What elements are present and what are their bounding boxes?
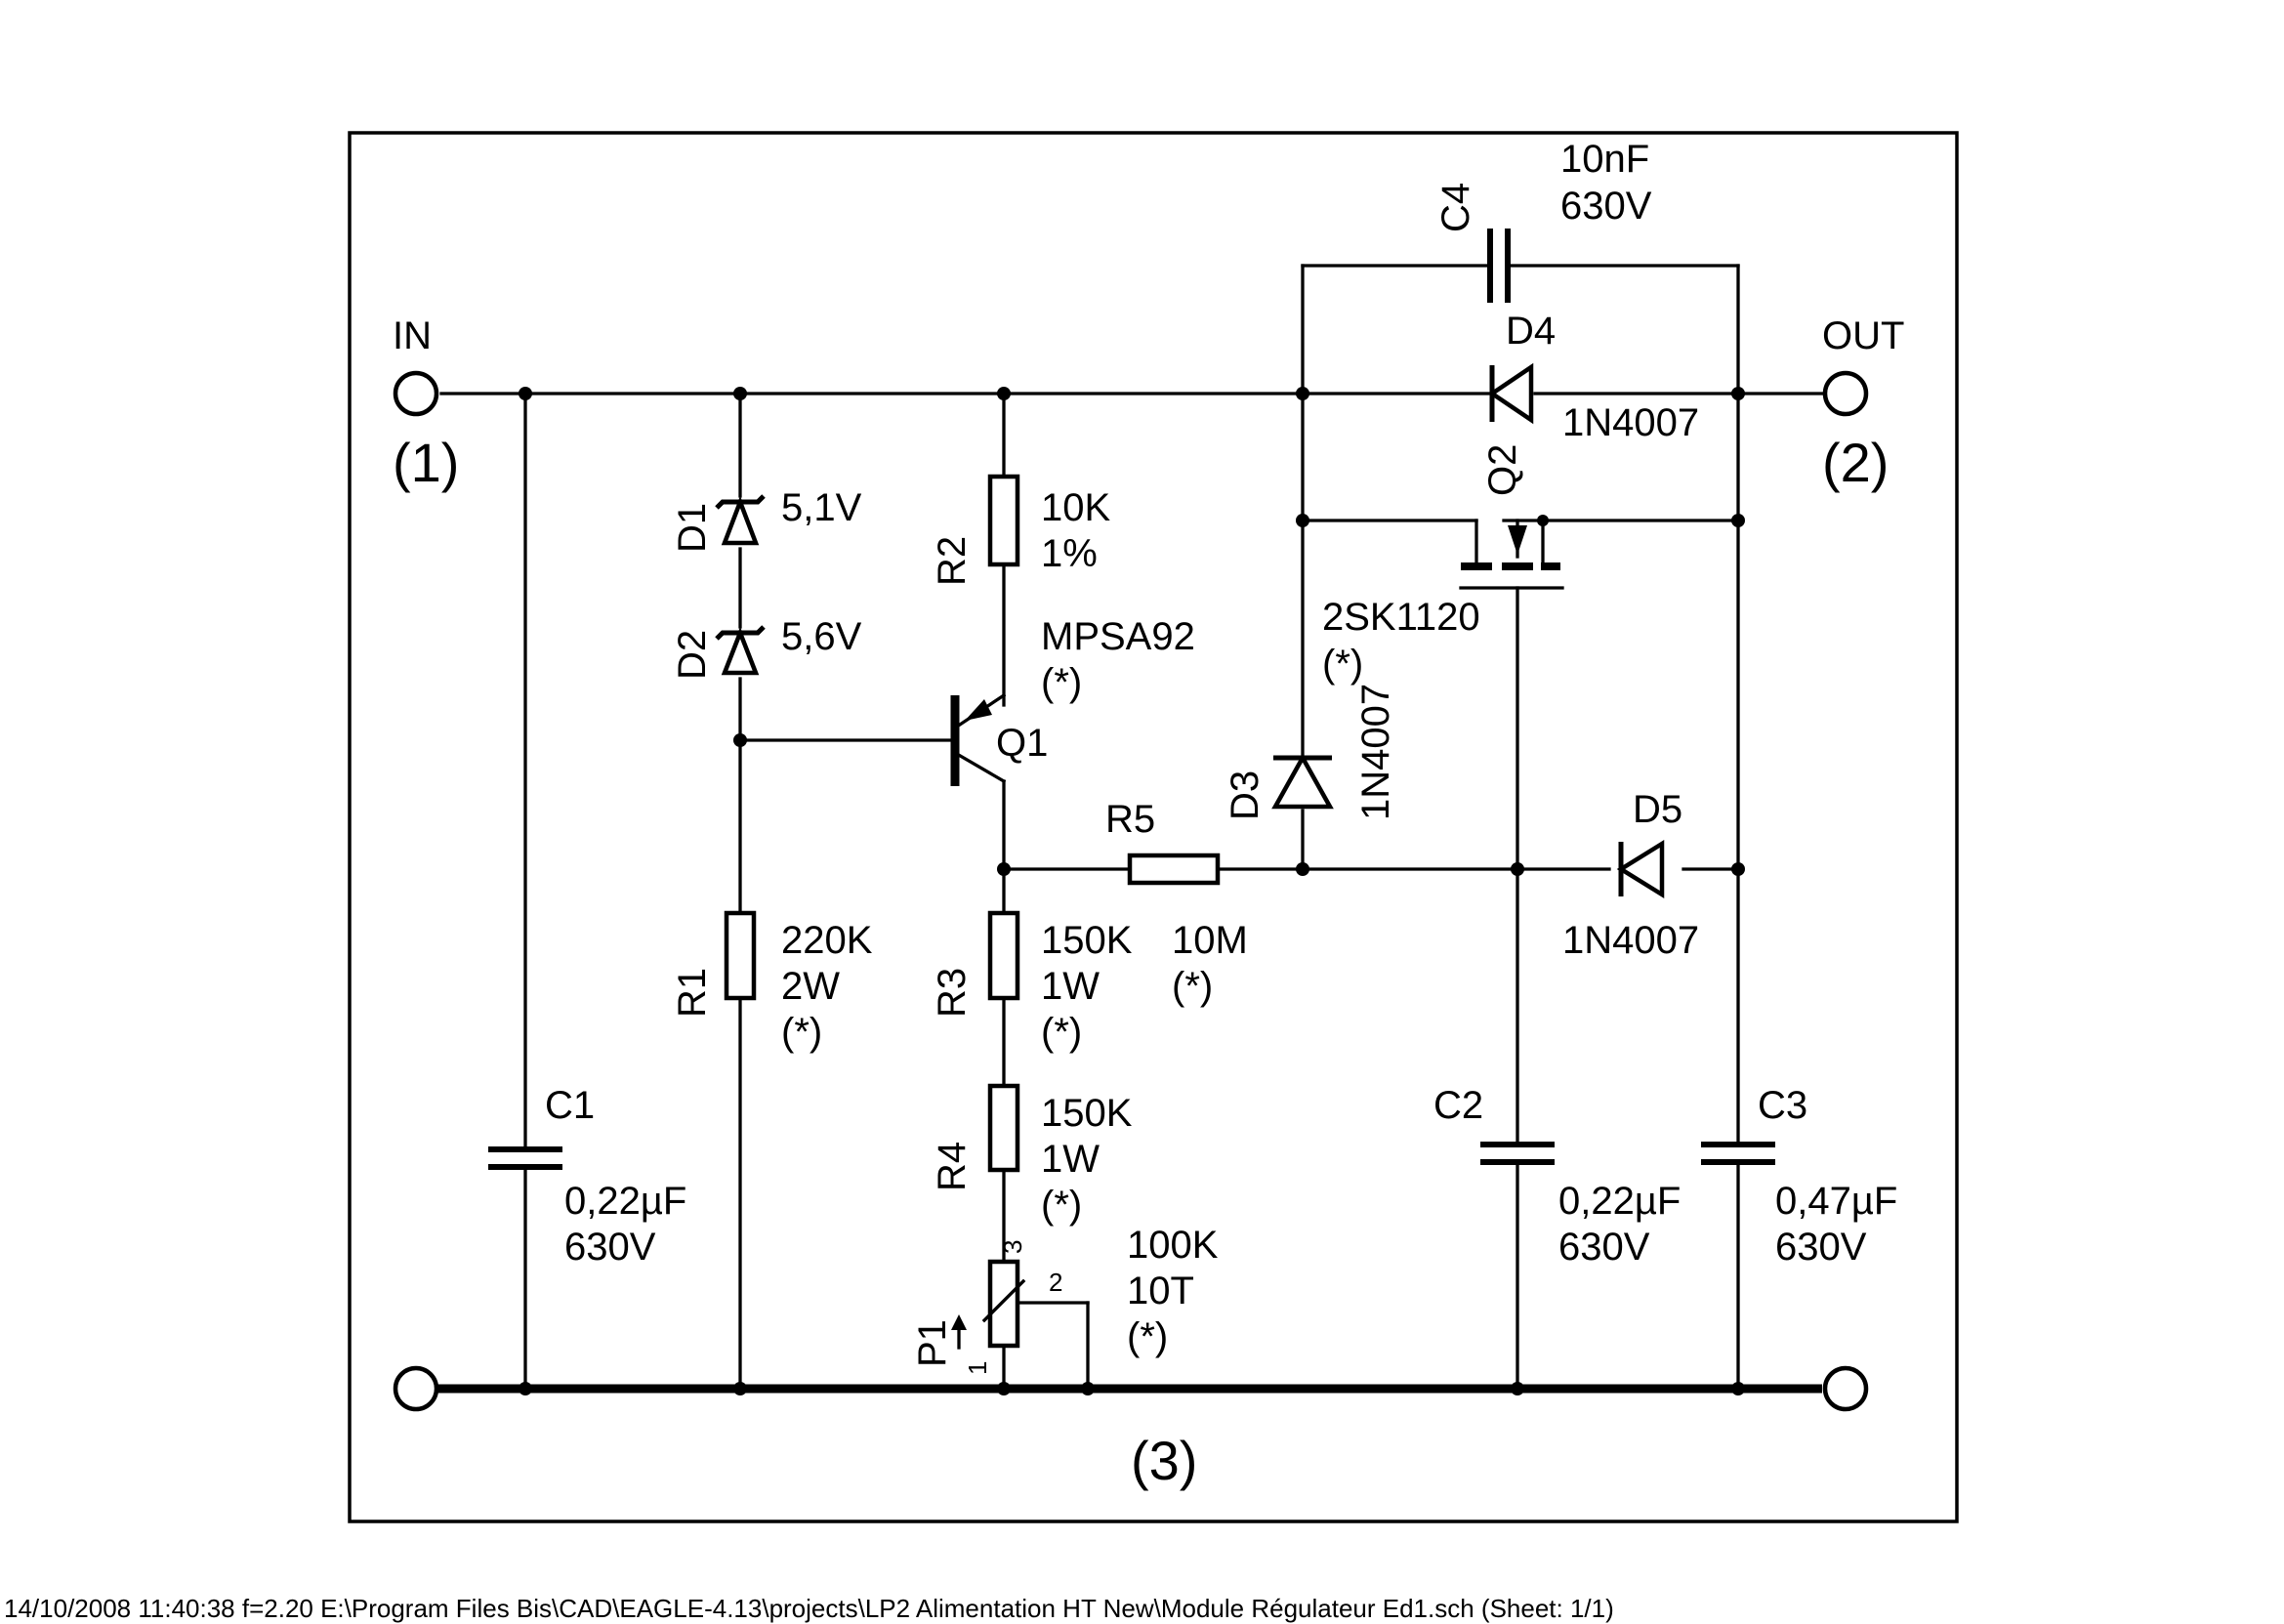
q1-note: (*) bbox=[1041, 661, 1082, 704]
q1-value: MPSA92 bbox=[1041, 615, 1195, 658]
c3-ref: C3 bbox=[1758, 1084, 1807, 1127]
r1-ref: R1 bbox=[671, 968, 714, 1018]
label-out-number: (2) bbox=[1822, 432, 1889, 493]
d2-ref: D2 bbox=[671, 630, 714, 680]
r4-rating: 1W bbox=[1041, 1138, 1100, 1181]
d2-value: 5,6V bbox=[781, 615, 862, 658]
p1-rating: 10T bbox=[1127, 1270, 1194, 1312]
d3-value: 1N4007 bbox=[1354, 684, 1397, 820]
label-out: OUT bbox=[1822, 314, 1904, 357]
p1-pin2: 2 bbox=[1049, 1268, 1062, 1297]
junctions bbox=[519, 387, 1745, 1395]
p1-ref: P1 bbox=[911, 1319, 954, 1367]
capacitor-c4 bbox=[1487, 229, 1511, 303]
resistor-r4 bbox=[987, 1083, 1020, 1173]
label-gnd-number: (3) bbox=[1131, 1430, 1197, 1491]
r3-value: 150K bbox=[1041, 919, 1133, 962]
zener-diode-d2 bbox=[715, 625, 766, 676]
r2-rating: 1% bbox=[1041, 532, 1098, 575]
r4-value: 150K bbox=[1041, 1092, 1133, 1135]
diode-d4 bbox=[1487, 362, 1534, 425]
zener-diode-d1 bbox=[715, 494, 766, 546]
r5-note: (*) bbox=[1172, 965, 1213, 1008]
mosfet-q2 bbox=[1459, 519, 1564, 590]
diode-d3 bbox=[1271, 753, 1334, 810]
capacitor-c1 bbox=[488, 1146, 562, 1170]
r5-ref: R5 bbox=[1105, 798, 1155, 841]
capacitor-c2 bbox=[1480, 1142, 1555, 1165]
c2-value: 0,22µF bbox=[1558, 1180, 1681, 1223]
wires bbox=[439, 264, 1824, 1391]
sheet-frame bbox=[348, 131, 1959, 1523]
c4-rating: 630V bbox=[1560, 185, 1652, 228]
label-in: IN bbox=[393, 314, 432, 357]
c2-rating: 630V bbox=[1558, 1226, 1650, 1269]
capacitor-c3 bbox=[1701, 1142, 1775, 1165]
resistor-r5 bbox=[1127, 853, 1221, 886]
potentiometer-p1 bbox=[987, 1259, 1020, 1349]
r5-value: 10M bbox=[1172, 919, 1248, 962]
resistor-r1 bbox=[724, 910, 757, 1001]
r2-ref: R2 bbox=[931, 536, 974, 586]
d1-value: 5,1V bbox=[781, 486, 862, 529]
terminal-gnd-left bbox=[393, 1365, 439, 1412]
d1-ref: D1 bbox=[671, 503, 714, 553]
d4-value: 1N4007 bbox=[1562, 401, 1699, 444]
resistor-r3 bbox=[987, 910, 1020, 1001]
c3-rating: 630V bbox=[1775, 1226, 1867, 1269]
c4-ref: C4 bbox=[1434, 183, 1477, 232]
c2-ref: C2 bbox=[1433, 1084, 1483, 1127]
resistor-r2 bbox=[987, 474, 1020, 567]
label-in-number: (1) bbox=[393, 432, 459, 493]
r1-rating: 2W bbox=[781, 965, 840, 1008]
r2-value: 10K bbox=[1041, 486, 1110, 529]
print-footer: 14/10/2008 11:40:38 f=2.20 E:\Program Fi… bbox=[4, 1594, 1614, 1623]
q2-value: 2SK1120 bbox=[1322, 596, 1480, 639]
terminal-gnd-right bbox=[1822, 1365, 1869, 1412]
r3-rating: 1W bbox=[1041, 965, 1100, 1008]
r1-value: 220K bbox=[781, 919, 873, 962]
diode-d5 bbox=[1616, 839, 1665, 899]
p1-pin3: 3 bbox=[998, 1240, 1027, 1254]
q2-ref: Q2 bbox=[1481, 444, 1524, 496]
d3-ref: D3 bbox=[1224, 770, 1267, 820]
q1-ref: Q1 bbox=[996, 722, 1048, 765]
d5-ref: D5 bbox=[1633, 788, 1682, 831]
c1-value: 0,22µF bbox=[564, 1180, 686, 1223]
p1-note: (*) bbox=[1127, 1315, 1168, 1358]
c1-ref: C1 bbox=[545, 1084, 595, 1127]
d5-value: 1N4007 bbox=[1562, 919, 1699, 962]
p1-adjust-marks bbox=[951, 1278, 1026, 1350]
r4-note: (*) bbox=[1041, 1184, 1082, 1227]
transistor-q1 bbox=[950, 692, 1007, 786]
q2-note: (*) bbox=[1322, 643, 1363, 686]
r3-note: (*) bbox=[1041, 1011, 1082, 1054]
c1-rating: 630V bbox=[564, 1226, 656, 1269]
p1-pin1: 1 bbox=[963, 1361, 992, 1375]
r3-ref: R3 bbox=[931, 968, 974, 1018]
terminal-out bbox=[1822, 370, 1869, 417]
p1-value: 100K bbox=[1127, 1224, 1219, 1267]
c3-value: 0,47µF bbox=[1775, 1180, 1897, 1223]
r1-note: (*) bbox=[781, 1011, 822, 1054]
c4-value: 10nF bbox=[1560, 138, 1649, 181]
r4-ref: R4 bbox=[931, 1142, 974, 1191]
terminal-in bbox=[393, 370, 439, 417]
d4-ref: D4 bbox=[1506, 310, 1556, 353]
